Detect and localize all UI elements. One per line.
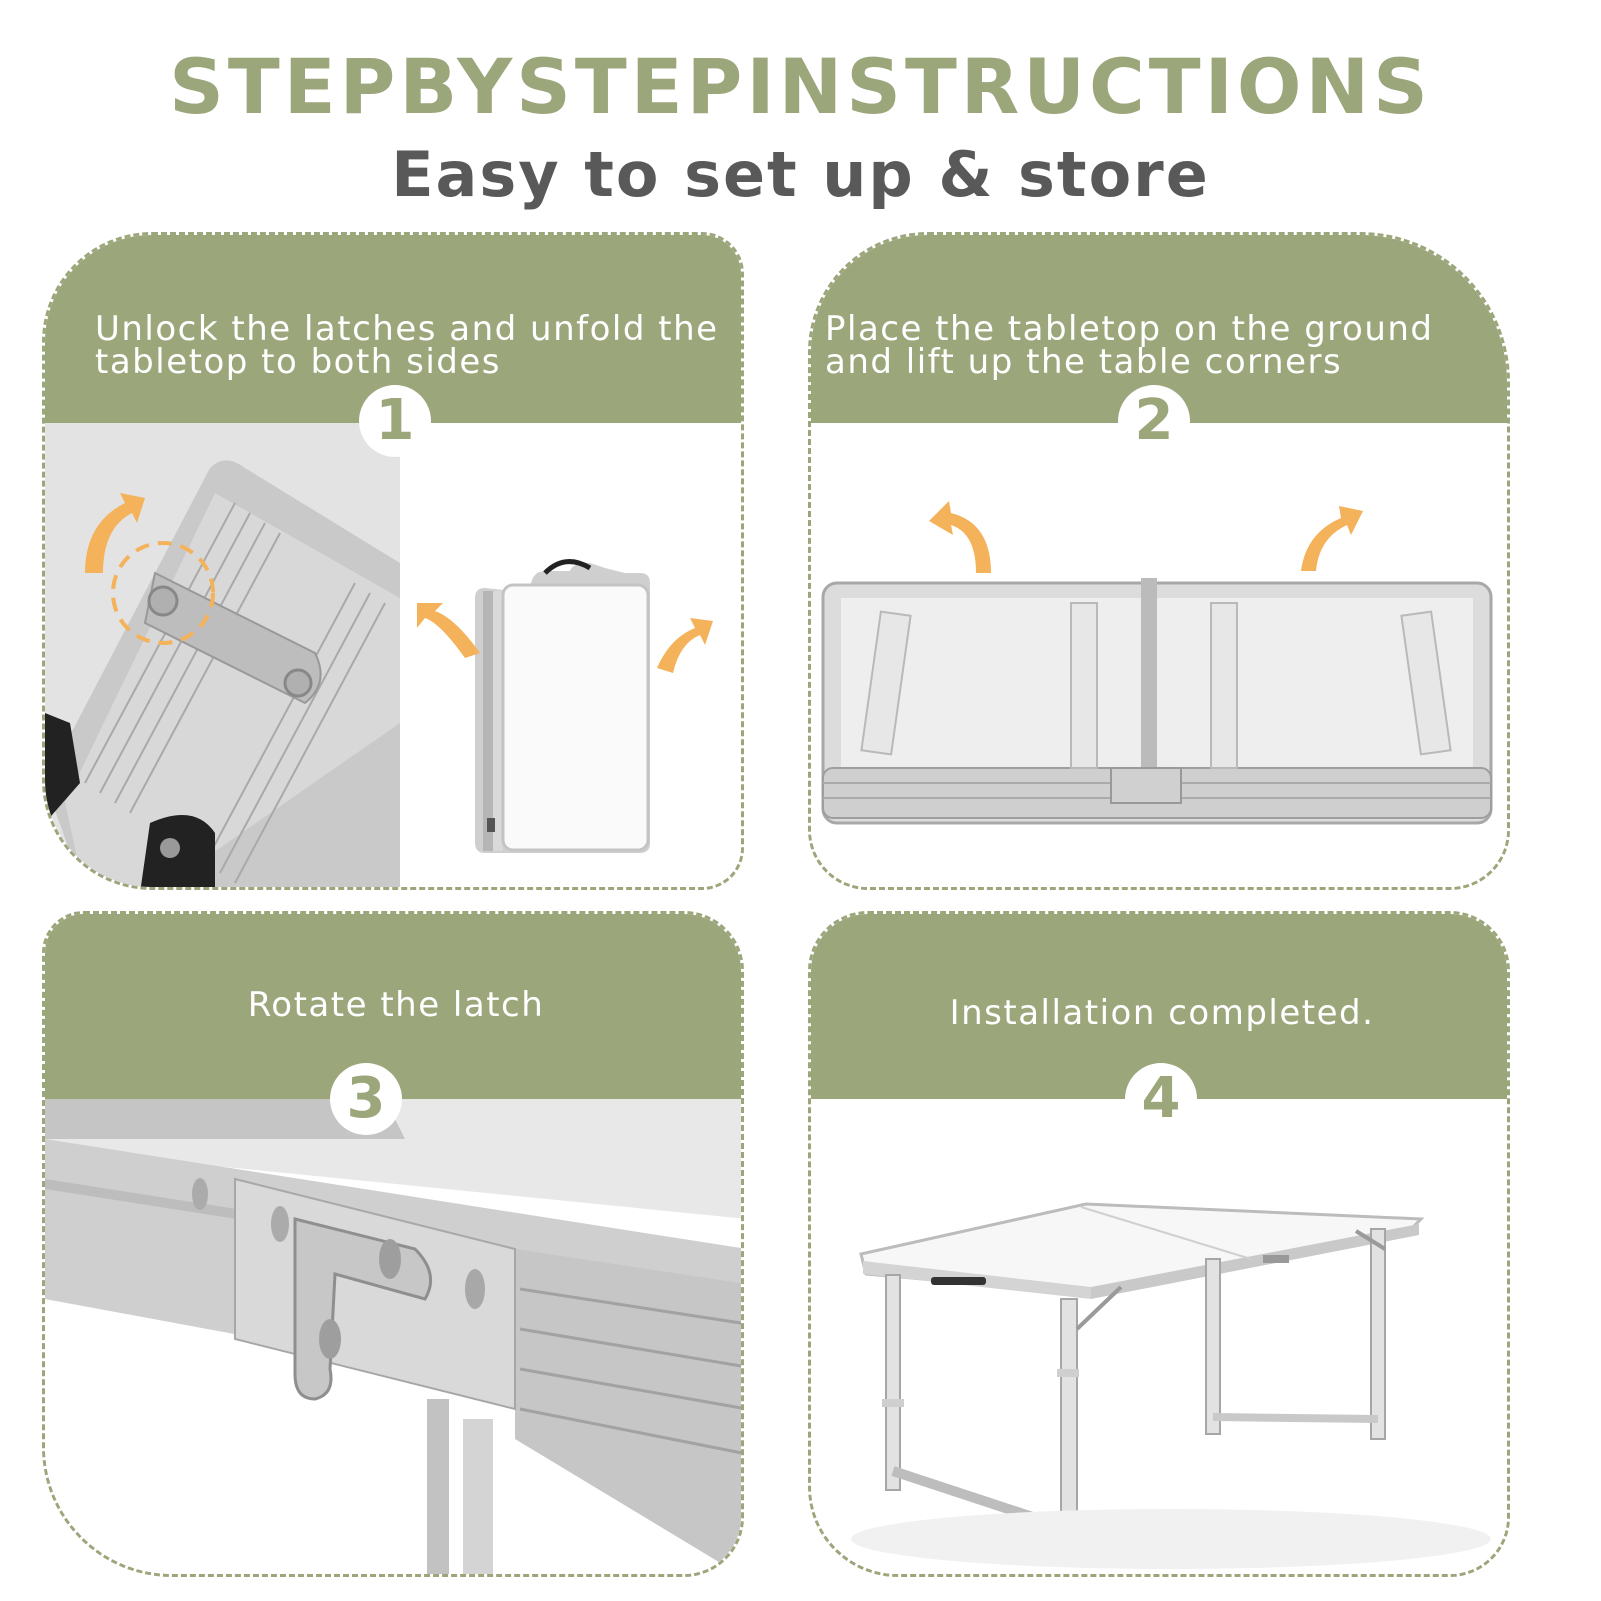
step-2-caption: Place the tabletop on the ground and lif…: [825, 309, 1434, 382]
step-3-header-band: [45, 914, 741, 1099]
step-1-number-badge: 1: [359, 385, 431, 457]
arrow-icon: [85, 493, 145, 573]
step-2-photo: [811, 423, 1507, 887]
page-subtitle: Easy to set up & store: [391, 138, 1210, 211]
step-1-panel: Unlock the latches and unfold the tablet…: [42, 232, 744, 890]
step-3-caption: Rotate the latch: [247, 985, 545, 1025]
folded-table-image: [475, 559, 650, 853]
assembled-table-image: [851, 1202, 1491, 1569]
dashed-highlight-circle: [111, 541, 215, 645]
latch-closeup-image: [45, 460, 400, 887]
step-4-number-badge: 4: [1125, 1063, 1197, 1135]
step-4-photo: [811, 1099, 1507, 1574]
page-title: STEPBYSTEPINSTRUCTIONS: [169, 42, 1432, 131]
step-3-panel: Rotate the latch: [42, 911, 744, 1577]
latch-rotation-image: [45, 1099, 741, 1574]
step-2-number-badge: 2: [1118, 385, 1190, 457]
step-4-caption: Installation completed.: [949, 993, 1375, 1033]
step-2-panel: Place the tabletop on the ground and lif…: [808, 232, 1510, 890]
step-1-photo: [45, 423, 741, 887]
step-1-caption: Unlock the latches and unfold the tablet…: [95, 309, 719, 382]
step-3-photo: [45, 1099, 741, 1574]
step-4-panel: Installation completed.: [808, 911, 1510, 1577]
open-tabletop-image: [821, 578, 1493, 825]
arrow-icon: [417, 603, 713, 673]
step-3-number-badge: 3: [330, 1063, 402, 1135]
arrow-icon: [929, 501, 1363, 573]
